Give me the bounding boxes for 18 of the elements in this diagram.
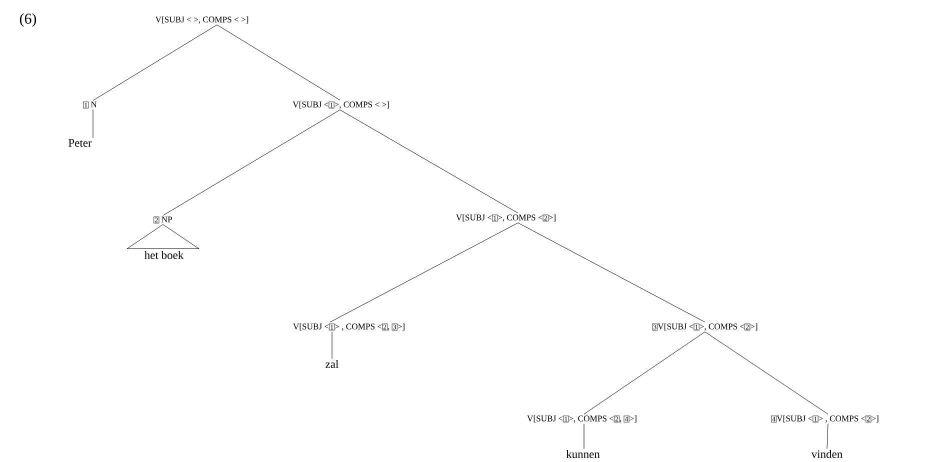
branch-line <box>162 110 340 216</box>
word: kunnen <box>566 450 600 458</box>
word: zal <box>326 360 338 368</box>
branch-line <box>826 424 828 449</box>
branch-line <box>92 24 218 101</box>
branch-line <box>518 222 706 322</box>
word: het boek <box>144 250 184 260</box>
branch-line <box>704 332 828 414</box>
branch-line <box>584 332 706 414</box>
branch-line <box>330 222 518 322</box>
word: Peter <box>68 139 92 147</box>
branch-line <box>92 109 94 138</box>
example-number: (6) <box>20 13 36 27</box>
branch-line <box>340 110 518 214</box>
word: vinden <box>811 450 842 458</box>
branch-line <box>216 24 340 100</box>
category-label: V[SUBJ < >, COMPS < >] <box>155 16 248 24</box>
triangle-edge <box>126 224 200 249</box>
